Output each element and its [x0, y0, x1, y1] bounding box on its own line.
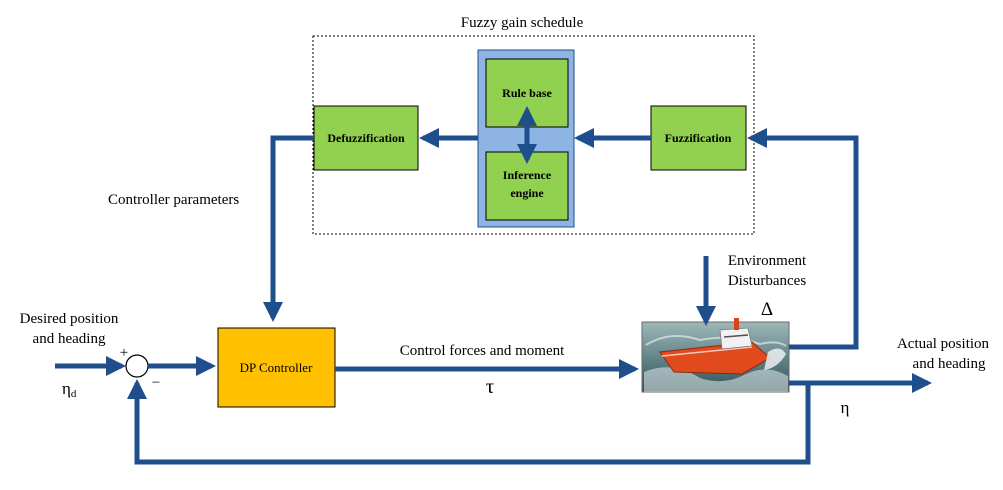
eta-symbol: η: [841, 398, 850, 417]
desired-label-line2: and heading: [33, 331, 106, 347]
actual-label-line2: and heading: [913, 356, 986, 372]
fuzzy-gain-schedule-title: Fuzzy gain schedule: [461, 15, 584, 31]
actual-label-line1: Actual position: [897, 336, 990, 352]
defuzzification-label: Defuzzification: [327, 131, 405, 145]
sum-plus-sign: +: [120, 345, 128, 361]
fuzzification-block: [650, 105, 747, 171]
environment-label-line1: Environment: [728, 253, 807, 269]
fuzzy-feedback-line: [747, 128, 859, 350]
tau-symbol: τ: [486, 374, 494, 398]
vessel-image: [641, 318, 790, 393]
sum-minus-sign: −: [152, 375, 160, 391]
inference-engine-label-line1: Inference: [503, 168, 552, 182]
inference-engine-label-line2: engine: [510, 186, 544, 200]
environment-label-line2: Disturbances: [728, 273, 806, 289]
controller-parameters-line: [263, 135, 314, 322]
summing-junction: [125, 354, 149, 378]
delta-symbol: Δ: [761, 299, 773, 320]
dp-controller-label: DP Controller: [240, 360, 313, 375]
main-feedback-line: [127, 379, 811, 465]
control-forces-label: Control forces and moment: [400, 343, 565, 359]
desired-label-line1: Desired position: [20, 311, 119, 327]
inference-engine-block: [485, 151, 569, 221]
rule-base-label: Rule base: [502, 86, 552, 100]
eta-d-symbol: ηd: [62, 379, 77, 400]
defuzzification-block: [313, 105, 419, 171]
fuzzification-label: Fuzzification: [665, 131, 732, 145]
controller-parameters-label: Controller parameters: [108, 192, 239, 208]
